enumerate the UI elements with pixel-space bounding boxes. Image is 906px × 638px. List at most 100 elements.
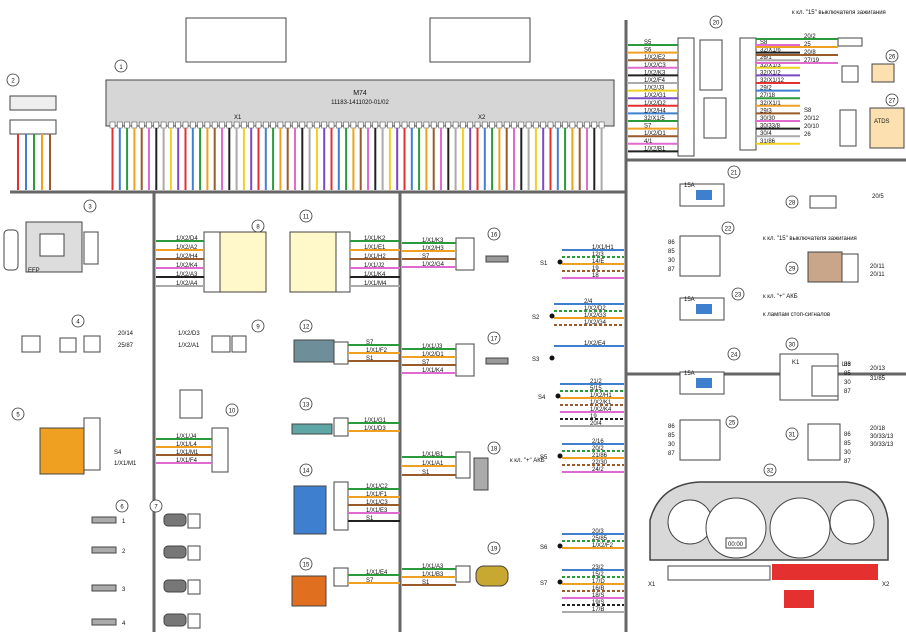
- ecu-pin: [445, 121, 452, 129]
- wire-code: 1/X1/K3: [422, 238, 444, 244]
- wire-code: 1/X2/K4: [590, 407, 612, 413]
- ecu-pin: [190, 121, 196, 129]
- ecu-pin: [460, 121, 466, 129]
- ecu-pin: [430, 121, 437, 129]
- relay-pin: 86: [844, 432, 851, 438]
- wire-code: 1/X1/A3: [422, 564, 444, 570]
- callout-label: 17: [491, 337, 498, 343]
- component-5: [39, 417, 101, 475]
- ecu-pin: [394, 121, 400, 129]
- injector-connector: [187, 579, 201, 595]
- ecu-pin: [365, 121, 371, 129]
- wire-code: 1/X1/K4: [364, 272, 386, 278]
- callout-28: [785, 195, 799, 209]
- svg-text:15A: 15A: [684, 297, 695, 303]
- ecu-pin: [197, 121, 203, 129]
- splice-label: S6: [540, 545, 548, 551]
- callout-29: [785, 261, 799, 275]
- ecu-pin: [409, 121, 415, 129]
- wire-code: 1/X2/J3: [644, 86, 665, 92]
- wire-code: 1/X2/C3: [644, 63, 666, 69]
- wire-code: 17/D: [592, 579, 605, 585]
- wire-code: 22/30: [592, 460, 608, 466]
- component-11: [289, 231, 351, 293]
- ecu-pin: [379, 121, 386, 129]
- callout-20: [709, 15, 723, 29]
- callout-22: [721, 221, 735, 235]
- component-28: [809, 195, 837, 209]
- ecu-block: M74 11183-1411020-01/02 X1 X2 1: [105, 17, 615, 129]
- harness-frame: [10, 20, 906, 632]
- wire-code: S7: [422, 360, 430, 366]
- ecu-pin: [204, 121, 211, 129]
- wire-code: 1/X2/B1: [644, 146, 666, 152]
- wire-code: 1/X2/E4: [584, 341, 606, 347]
- ecu-pin: [343, 121, 349, 129]
- svg-text:00:00: 00:00: [728, 542, 744, 548]
- svg-text:25/87: 25/87: [118, 343, 134, 349]
- ecu-model: M74: [353, 90, 367, 97]
- ecu-pin: [562, 121, 568, 129]
- ecu-pin: [299, 121, 306, 129]
- ecu-pin: [263, 121, 269, 129]
- wire-code: 21/86: [592, 453, 608, 459]
- wire-code: 18: [592, 273, 599, 279]
- ecu-pin: [153, 121, 160, 129]
- callout-label: 5: [16, 413, 20, 419]
- ecu-pin: [547, 121, 554, 129]
- wire-code: 20/2: [592, 446, 604, 452]
- ecu-pin: [336, 121, 342, 129]
- wire-code: 32/X1/1: [760, 101, 781, 107]
- ecu-pin: [277, 121, 284, 129]
- callout-25: [725, 415, 739, 429]
- component-25-relay: [679, 419, 721, 461]
- wire-code: 1/X1/F2: [366, 348, 388, 354]
- ecu-pin: [284, 121, 291, 129]
- wire-code: 1/X2/G1: [644, 93, 667, 99]
- svg-text:1/X1/M1: 1/X1/M1: [114, 461, 137, 467]
- wire-code: 30/30: [760, 116, 776, 122]
- svg-text:15A: 15A: [684, 371, 695, 377]
- wire-code: 20/2: [804, 34, 816, 40]
- component-26: [837, 37, 895, 83]
- plug-number: 3: [122, 587, 126, 593]
- wire-code: 1/X1/B1: [422, 452, 444, 458]
- wire-code: 23/2: [592, 565, 604, 571]
- wire-code: 1/X2/A2: [176, 245, 198, 251]
- wire-code: 1/X1/E1: [364, 245, 386, 251]
- relay-pin: 85: [844, 441, 851, 447]
- wire-code: 32/X1/6: [760, 48, 781, 54]
- ecu-pin: [175, 121, 181, 129]
- ecu-pin: [306, 121, 313, 129]
- callout-label: 21: [731, 171, 738, 177]
- callout-label: 24: [731, 353, 738, 359]
- ecu-pin: [569, 121, 576, 129]
- wire-code: S1: [366, 356, 374, 362]
- callout-label: 16: [491, 233, 498, 239]
- injector-connector: [187, 513, 201, 529]
- wire-code: 14/E: [592, 259, 604, 265]
- svg-text:20/5: 20/5: [872, 194, 884, 200]
- ecu-pin: [321, 121, 327, 129]
- svg-text:к кл. "15" выключателя зажиган: к кл. "15" выключателя зажигания: [763, 236, 857, 242]
- wire-code: S8: [804, 108, 812, 114]
- wire-code: 20/12: [804, 116, 820, 122]
- relay-pin: 86: [844, 362, 851, 368]
- wire-code: 12/3: [592, 252, 604, 258]
- svg-text:X2: X2: [882, 582, 890, 588]
- callout-label: 22: [725, 227, 732, 233]
- component-27-atds: ATDS: [839, 107, 905, 149]
- wire-code: 20/8: [804, 50, 816, 56]
- ecu-pin: [146, 121, 152, 129]
- callout-13: [299, 397, 313, 411]
- callout-label: 3: [88, 205, 92, 211]
- wire-code: 18/S: [592, 593, 604, 599]
- spark-plug: [91, 584, 117, 592]
- callout-3: [83, 199, 97, 213]
- component-8: [203, 231, 267, 293]
- wire-code: 1/X2/A3: [176, 272, 198, 278]
- ecu-pin: [518, 121, 525, 129]
- splice-node: [555, 393, 561, 399]
- component-21-fuse: 15A: [679, 183, 725, 207]
- svg-text:20/11: 20/11: [870, 272, 885, 278]
